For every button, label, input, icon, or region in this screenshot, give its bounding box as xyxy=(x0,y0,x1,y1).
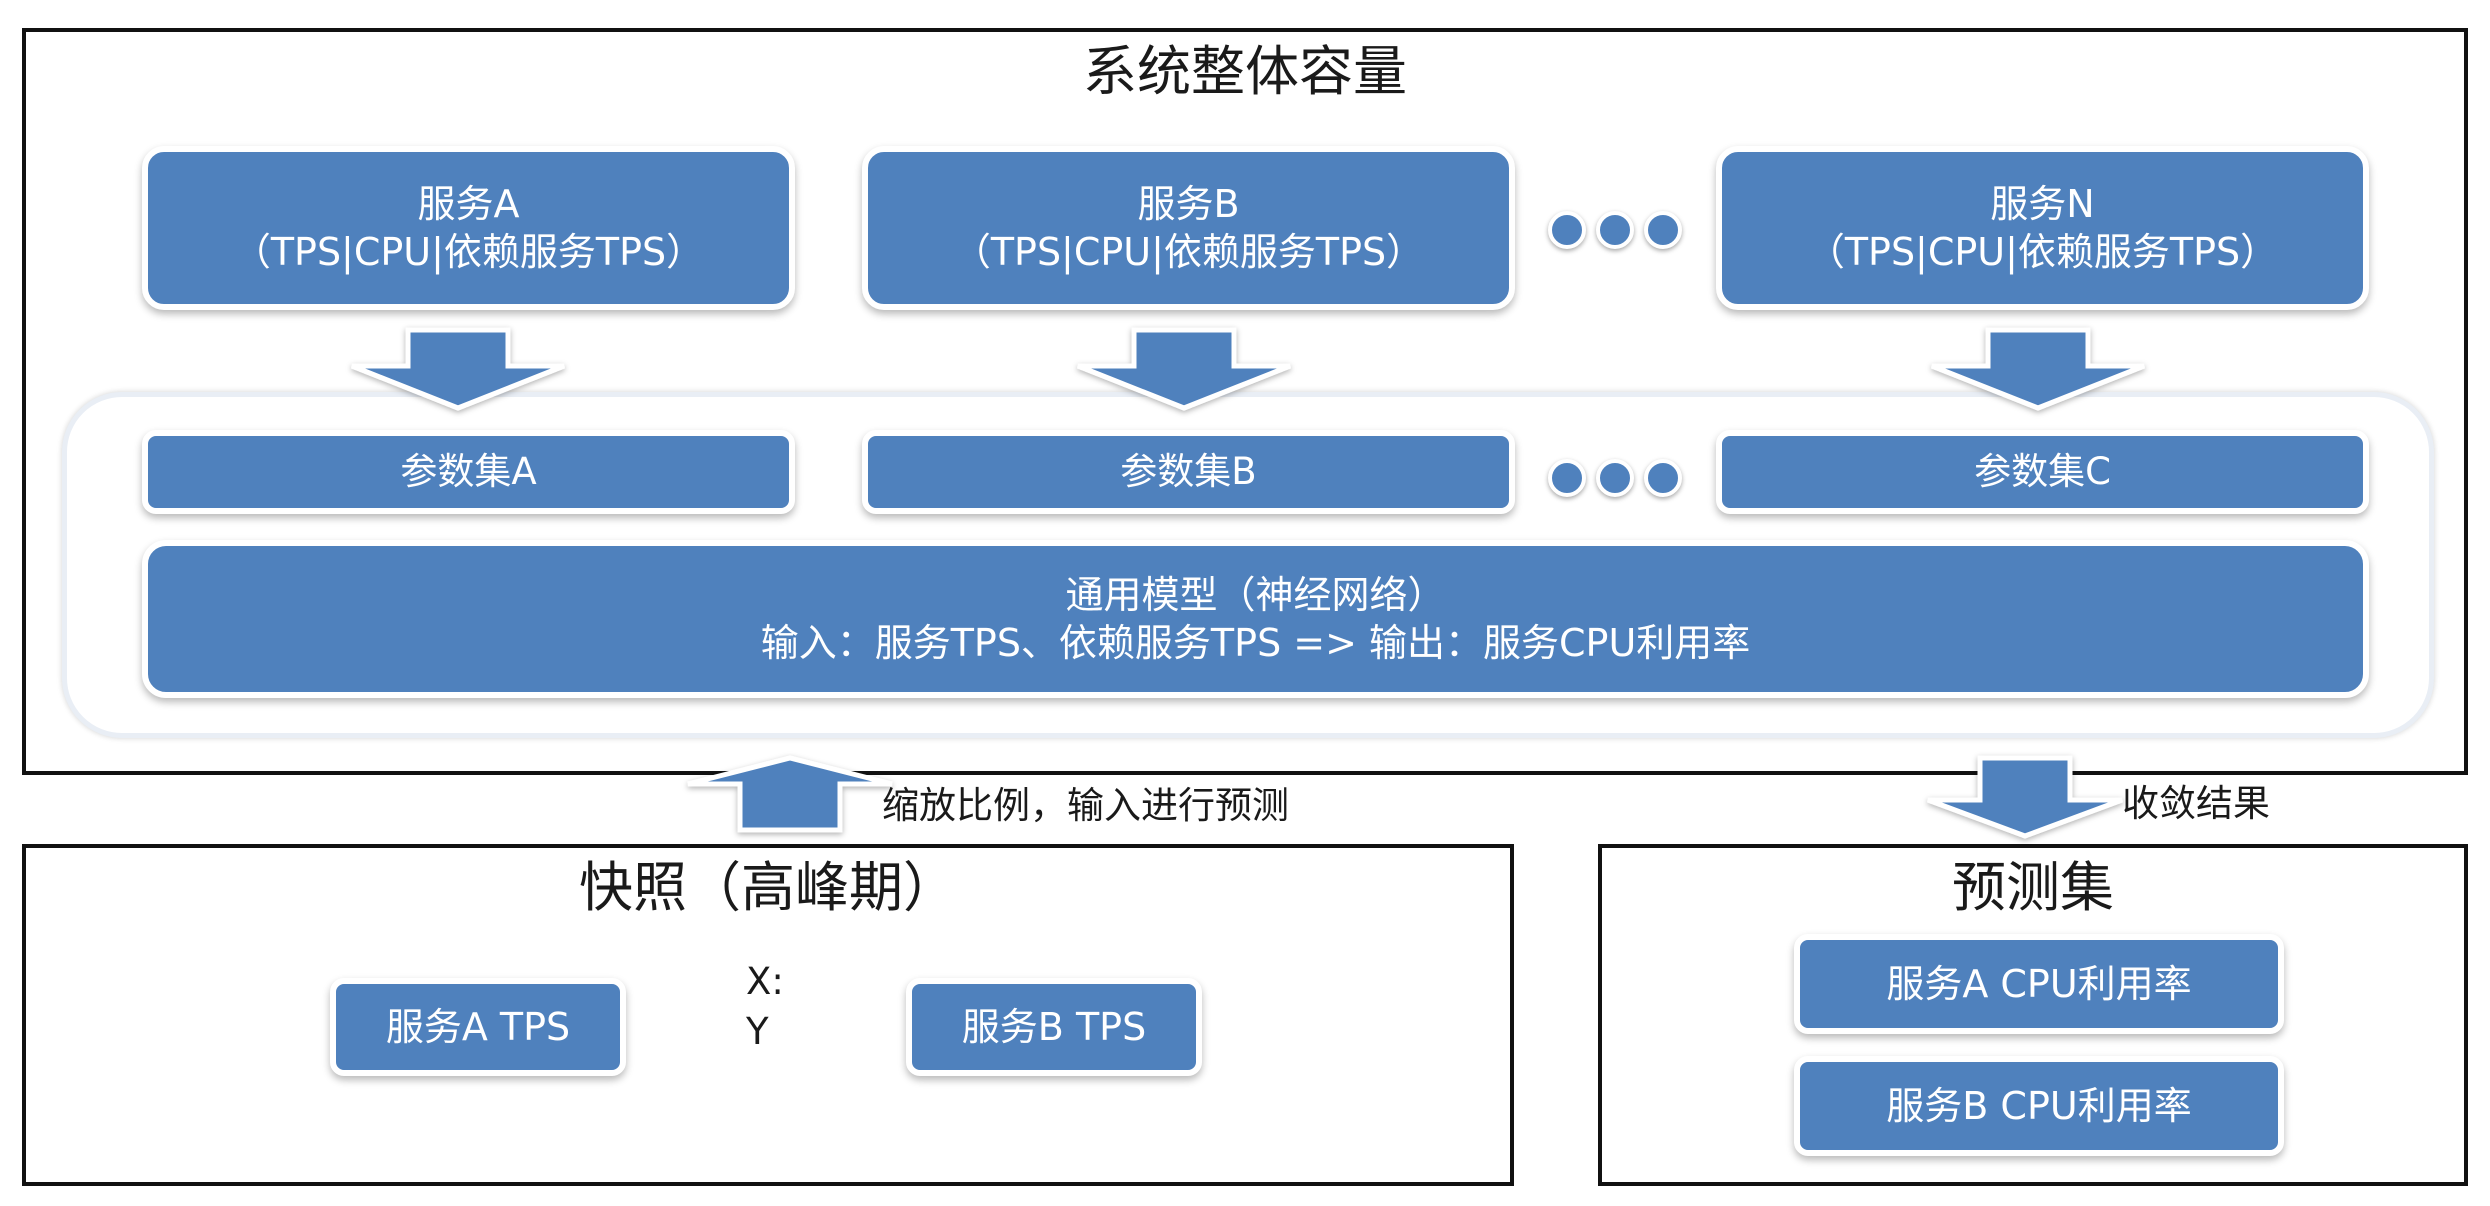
prediction-service-b-cpu-label: 服务B CPU利用率 xyxy=(1886,1084,2192,1128)
param-set-a-box: 参数集A xyxy=(142,430,795,514)
up-arrow-scale xyxy=(687,755,893,833)
param-set-b-box: 参数集B xyxy=(862,430,1515,514)
ellipsis-dot xyxy=(1596,211,1634,249)
ellipsis-dot xyxy=(1548,459,1586,497)
snapshot-service-b-tps-box: 服务B TPS xyxy=(906,978,1202,1076)
service-n-box: 服务N （TPS|CPU|依赖服务TPS） xyxy=(1716,146,2369,310)
general-model-title: 通用模型（神经网络） xyxy=(1065,573,1446,617)
down-arrow-b xyxy=(1077,327,1291,411)
param-set-b-label: 参数集B xyxy=(1120,450,1257,493)
ellipsis-dot xyxy=(1644,459,1682,497)
general-model-box: 通用模型（神经网络） 输入：服务TPS、依赖服务TPS => 输出：服务CPU利… xyxy=(142,540,2369,698)
snapshot-service-b-tps-label: 服务B TPS xyxy=(961,1005,1147,1049)
param-set-a-label: 参数集A xyxy=(400,450,537,493)
converge-result-label: 收敛结果 xyxy=(2122,782,2270,825)
snapshot-service-a-tps-box: 服务A TPS xyxy=(330,978,626,1076)
service-a-name: 服务A xyxy=(417,182,520,226)
service-n-detail: （TPS|CPU|依赖服务TPS） xyxy=(1806,230,2279,274)
down-arrow-n xyxy=(1931,327,2145,411)
snapshot-title: 快照（高峰期） xyxy=(579,856,957,919)
ellipsis-dot xyxy=(1548,211,1586,249)
service-n-name: 服务N xyxy=(1990,182,2095,226)
ellipsis-dot xyxy=(1596,459,1634,497)
prediction-title: 预测集 xyxy=(1952,856,2114,919)
prediction-service-a-cpu-label: 服务A CPU利用率 xyxy=(1886,962,2192,1006)
ratio-x-label: X: xyxy=(746,960,784,1003)
service-a-detail: （TPS|CPU|依赖服务TPS） xyxy=(232,230,705,274)
param-set-c-label: 参数集C xyxy=(1974,450,2111,493)
ratio-y-label: Y xyxy=(746,1010,769,1053)
ellipsis-dot xyxy=(1644,211,1682,249)
snapshot-frame xyxy=(22,844,1514,1186)
general-model-io: 输入：服务TPS、依赖服务TPS => 输出：服务CPU利用率 xyxy=(760,621,1751,665)
service-b-detail: （TPS|CPU|依赖服务TPS） xyxy=(952,230,1425,274)
service-b-name: 服务B xyxy=(1137,182,1240,226)
down-arrow-converge xyxy=(1927,755,2123,839)
prediction-service-a-cpu-box: 服务A CPU利用率 xyxy=(1794,934,2284,1034)
service-a-box: 服务A （TPS|CPU|依赖服务TPS） xyxy=(142,146,795,310)
system-capacity-title: 系统整体容量 xyxy=(1083,40,1407,103)
prediction-service-b-cpu-box: 服务B CPU利用率 xyxy=(1794,1056,2284,1156)
param-set-c-box: 参数集C xyxy=(1716,430,2369,514)
scale-predict-label: 缩放比例，输入进行预测 xyxy=(882,784,1289,827)
snapshot-service-a-tps-label: 服务A TPS xyxy=(385,1005,571,1049)
down-arrow-a xyxy=(351,327,565,411)
service-b-box: 服务B （TPS|CPU|依赖服务TPS） xyxy=(862,146,1515,310)
